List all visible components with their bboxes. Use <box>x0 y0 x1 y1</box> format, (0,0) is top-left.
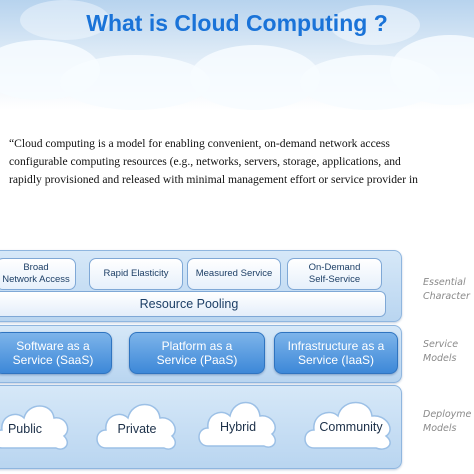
box-line: Service (PaaS) <box>156 353 238 367</box>
hybrid-label: Hybrid <box>219 420 257 434</box>
box-line: Infrastructure as a <box>287 339 385 353</box>
on-demand-self-service-box: On-Demand Self-Service <box>287 258 382 290</box>
saas-box: Software as a Service (SaaS) <box>0 332 112 374</box>
cloud-icon <box>96 403 176 450</box>
cloud-icon <box>198 401 276 448</box>
box-line: Software as a <box>16 339 90 353</box>
page-title: What is Cloud Computing ? <box>86 10 388 36</box>
box-line: Broad <box>23 262 49 273</box>
deployment-models-side-label: Deployme Models <box>423 408 471 436</box>
measured-service-box: Measured Service <box>187 258 281 290</box>
paas-box: Platform as a Service (PaaS) <box>129 332 265 374</box>
iaas-box: Infrastructure as a Service (IaaS) <box>274 332 398 374</box>
essential-characteristics-side-label: Essential Character <box>423 276 470 304</box>
quote-line-1: “Cloud computing is a model for enabling… <box>9 137 390 150</box>
sky-banner <box>0 0 474 110</box>
side-line: Service <box>423 339 459 350</box>
private-label: Private <box>117 422 157 436</box>
quote-line-3: rapidly provisioned and released with mi… <box>9 173 418 186</box>
box-line: Measured Service <box>195 268 273 279</box>
public-label: Public <box>7 422 43 436</box>
box-line: Network Access <box>2 274 70 285</box>
resource-pooling-bar: Resource Pooling <box>0 291 386 317</box>
cloud-icon <box>304 401 391 450</box>
box-line: Rapid Elasticity <box>103 268 169 279</box>
box-line: Self-Service <box>308 274 361 285</box>
side-line: Models <box>423 353 457 364</box>
side-line: Essential <box>423 277 466 288</box>
box-line: Platform as a <box>161 339 233 353</box>
service-models-side-label: Service Models <box>423 338 458 366</box>
definition-quote: “Cloud computing is a model for enabling… <box>9 135 474 189</box>
community-label: Community <box>319 420 383 434</box>
quote-line-2: configurable computing resources (e.g., … <box>9 155 401 168</box>
box-line: Service (SaaS) <box>12 353 94 367</box>
rapid-elasticity-box: Rapid Elasticity <box>89 258 183 290</box>
side-line: Character <box>423 291 470 302</box>
box-line: On-Demand <box>308 262 361 273</box>
box-line: Service (IaaS) <box>297 353 375 367</box>
side-line: Models <box>423 423 457 434</box>
broad-network-access-box: Broad Network Access <box>0 258 76 290</box>
cloud-icon <box>0 405 69 450</box>
side-line: Deployme <box>423 409 472 420</box>
